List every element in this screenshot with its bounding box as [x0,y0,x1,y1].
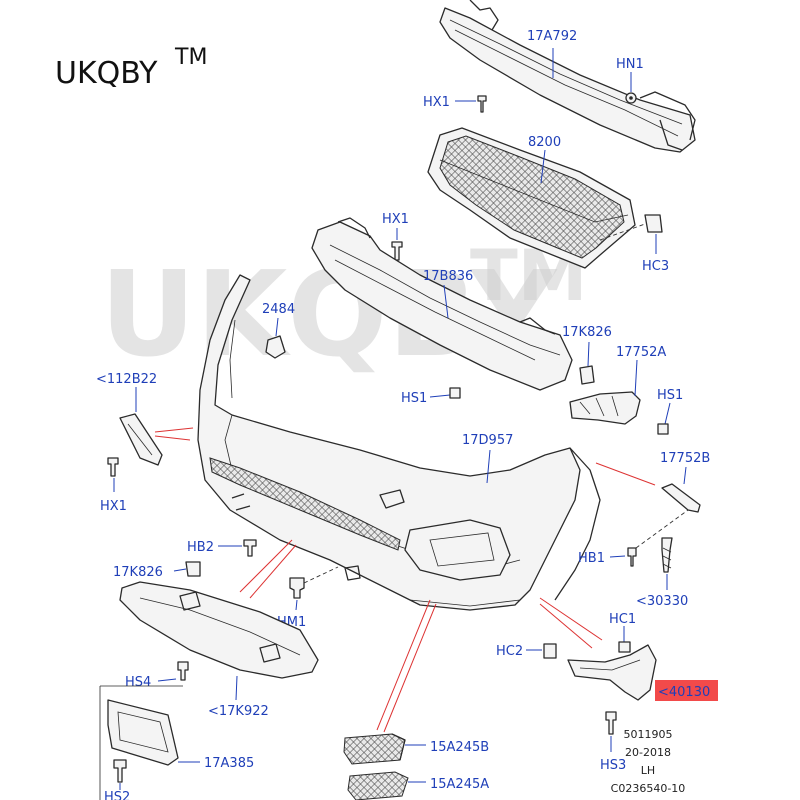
label-hx1-low: HX1 [100,499,127,514]
corner-bracket-40130 [539,597,657,701]
brand-logo: UKQBY TM [55,45,207,91]
ref-line-3: LH [641,764,655,777]
label-hs2: HS2 [104,790,130,800]
reference-block: 5011905 20-2018 LH C0236540-10 [611,728,686,795]
label-112b22: <112B22 [96,372,157,387]
label-hs3: HS3 [600,758,626,773]
screw-hs1-right [657,402,671,435]
screw-hs4 [157,661,189,682]
label-15a245b: 15A245B [430,740,489,755]
label-hb2: HB2 [187,540,214,555]
screw-30330 [661,537,673,590]
bumper-cover [197,274,601,611]
undertray [119,581,319,679]
clip-hx1-mid [391,228,403,261]
bezel-17752b [595,462,701,513]
brand-tm: TM [174,45,207,70]
clip-hx1-low [107,457,119,492]
ref-line-4: C0236540-10 [611,782,686,795]
screw-hs1-left [429,387,461,399]
bracket-17k826-left [173,561,201,577]
label-17752b: 17752B [660,451,710,466]
screw-hs2 [113,759,127,790]
highlight-40130 [655,680,718,701]
label-2484: 2484 [262,302,295,317]
label-hs4: HS4 [125,675,151,690]
clip-hx1-top [455,95,487,113]
screw-hs3 [605,711,617,752]
license-plate-bracket [99,685,200,800]
label-hc2: HC2 [496,644,523,659]
label-17b836: 17B836 [423,269,473,284]
ref-line-1: 5011905 [624,728,673,741]
label-hs1-right: HS1 [657,388,683,403]
grille-15a245a [347,771,426,800]
label-17d957: 17D957 [462,433,513,448]
clip-hc2 [526,643,557,659]
label-hx1-top: HX1 [423,95,450,110]
label-17752a: 17752A [616,345,666,360]
label-hn1: HN1 [616,57,644,72]
ref-line-2: 20-2018 [625,746,671,759]
label-15a245a: 15A245A [430,777,489,792]
label-hc3: HC3 [642,259,669,274]
front-grille [427,127,636,269]
grille-15a245b [343,733,426,765]
reinforcement-beam [439,0,696,153]
clip-2484 [265,317,286,359]
label-30330: <30330 [636,594,688,609]
bracket-17k826-right [579,341,595,385]
bolt-hb2 [218,539,257,557]
label-17k922: <17K922 [208,704,269,719]
fog-bezel-17752a [569,359,641,425]
label-17a385: 17A385 [204,756,254,771]
label-hc1: HC1 [609,612,636,627]
label-hb1: HB1 [578,551,605,566]
bracket-112b22 [119,387,194,466]
label-hx1-mid: HX1 [382,212,409,227]
label-17k826-right: 17K826 [562,325,612,340]
upper-bracket [311,217,573,391]
brand-name: UKQBY [55,56,158,91]
clip-hc3 [599,214,663,254]
nut-hn1 [625,72,637,104]
label-hs1-left: HS1 [401,391,427,406]
label-40130: <40130 [658,685,710,700]
bolt-hb1 [609,509,689,567]
clip-hc1 [618,626,631,653]
label-17k826-left: 17K826 [113,565,163,580]
label-8200: 8200 [528,135,561,150]
label-17a792: 17A792 [527,29,577,44]
nut-hm1 [289,566,339,611]
